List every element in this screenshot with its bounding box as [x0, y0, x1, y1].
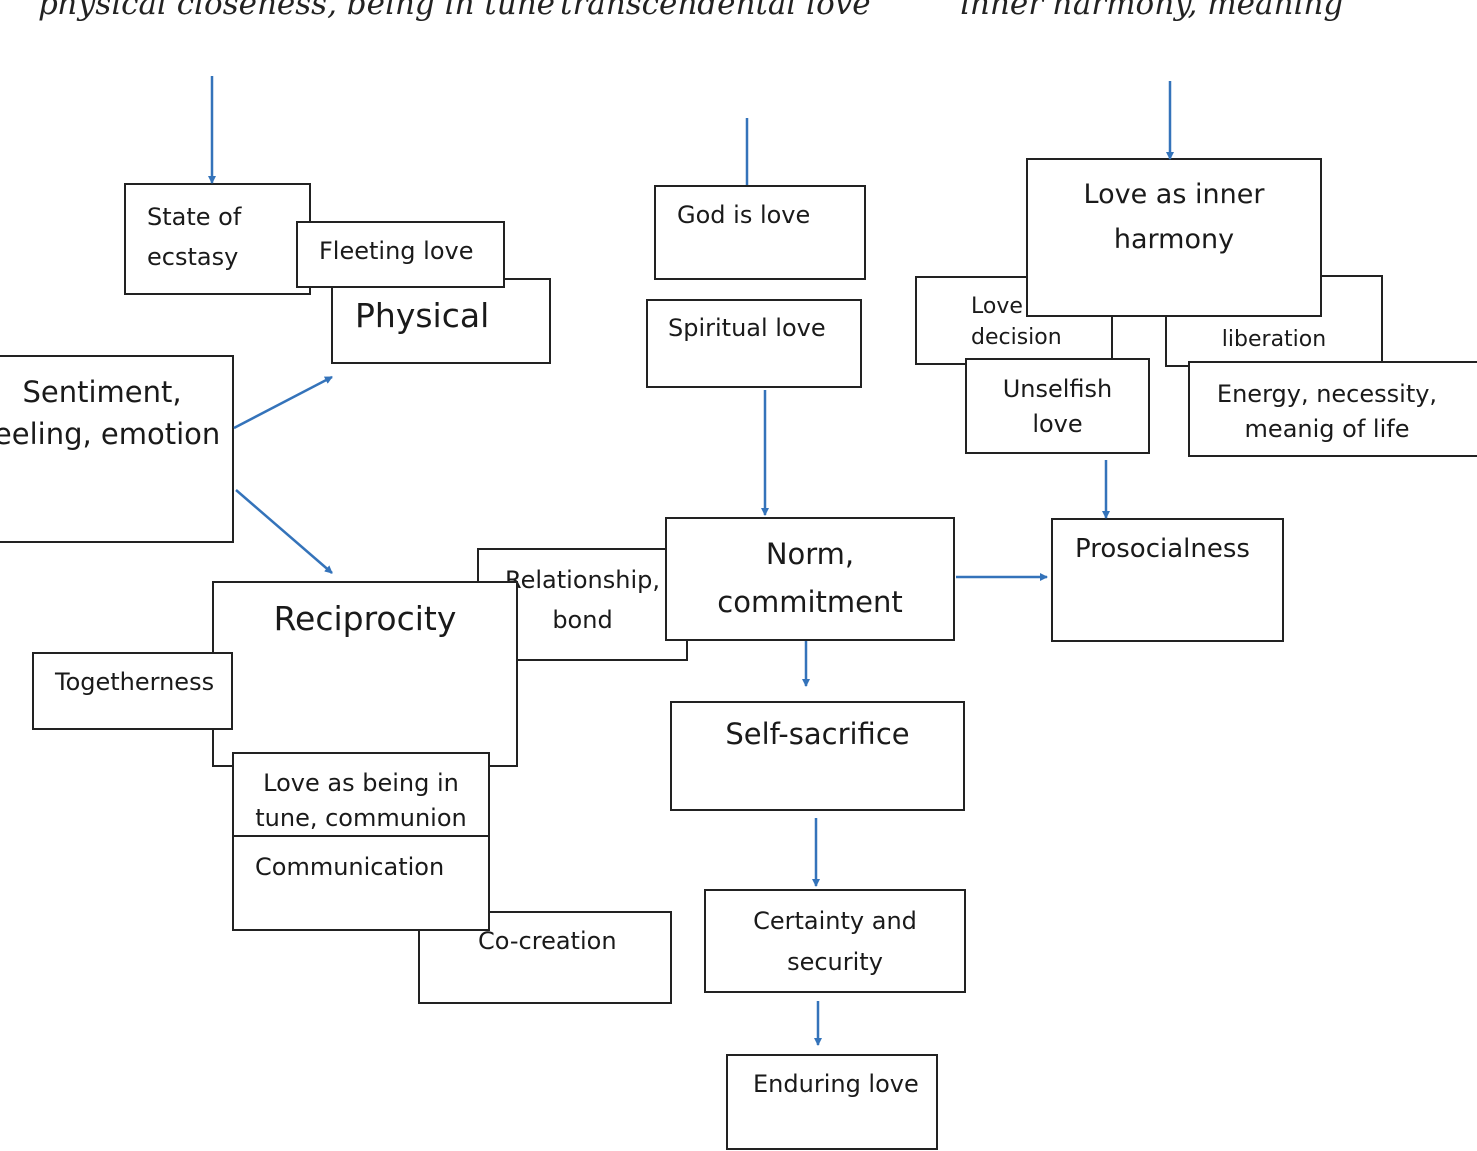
node-spiritual-love: Spiritual love	[646, 299, 862, 388]
node-state-of-ecstasy: State of ecstasy	[124, 183, 311, 295]
header-inner-harmony: inner harmony, meaning	[960, 0, 1344, 22]
node-enduring-love: Enduring love	[726, 1054, 938, 1150]
node-love-being-in-tune: Love as being in tune, communion	[232, 752, 490, 838]
node-norm-commitment: Norm, commitment	[665, 517, 955, 641]
node-physical: Physical	[331, 278, 551, 364]
node-fleeting-love: Fleeting love	[296, 221, 505, 288]
arrow-sentiment-to-physical	[233, 375, 333, 430]
arrow-sentiment-to-reciprocity	[235, 489, 333, 574]
node-unselfish-love: Unselfish love	[965, 358, 1150, 454]
header-physical-closeness: physical closeness, being in tune	[38, 0, 556, 22]
node-reciprocity: Reciprocity	[212, 581, 518, 767]
node-self-sacrifice: Self-sacrifice	[670, 701, 965, 811]
node-prosocialness: Prosocialness	[1051, 518, 1284, 642]
node-sentiment: Sentiment, feeling, emotion	[0, 355, 234, 543]
node-communication: Communication	[232, 835, 490, 931]
node-god-is-love: God is love	[654, 185, 866, 280]
node-love-as-inner-harmony: Love as inner harmony	[1026, 158, 1322, 317]
node-energy-necessity: Energy, necessity, meanig of life	[1188, 361, 1477, 457]
node-togetherness: Togetherness	[32, 652, 233, 730]
node-certainty-security: Certainty and security	[704, 889, 966, 993]
header-transcendental-love: transcendental love	[560, 0, 871, 22]
